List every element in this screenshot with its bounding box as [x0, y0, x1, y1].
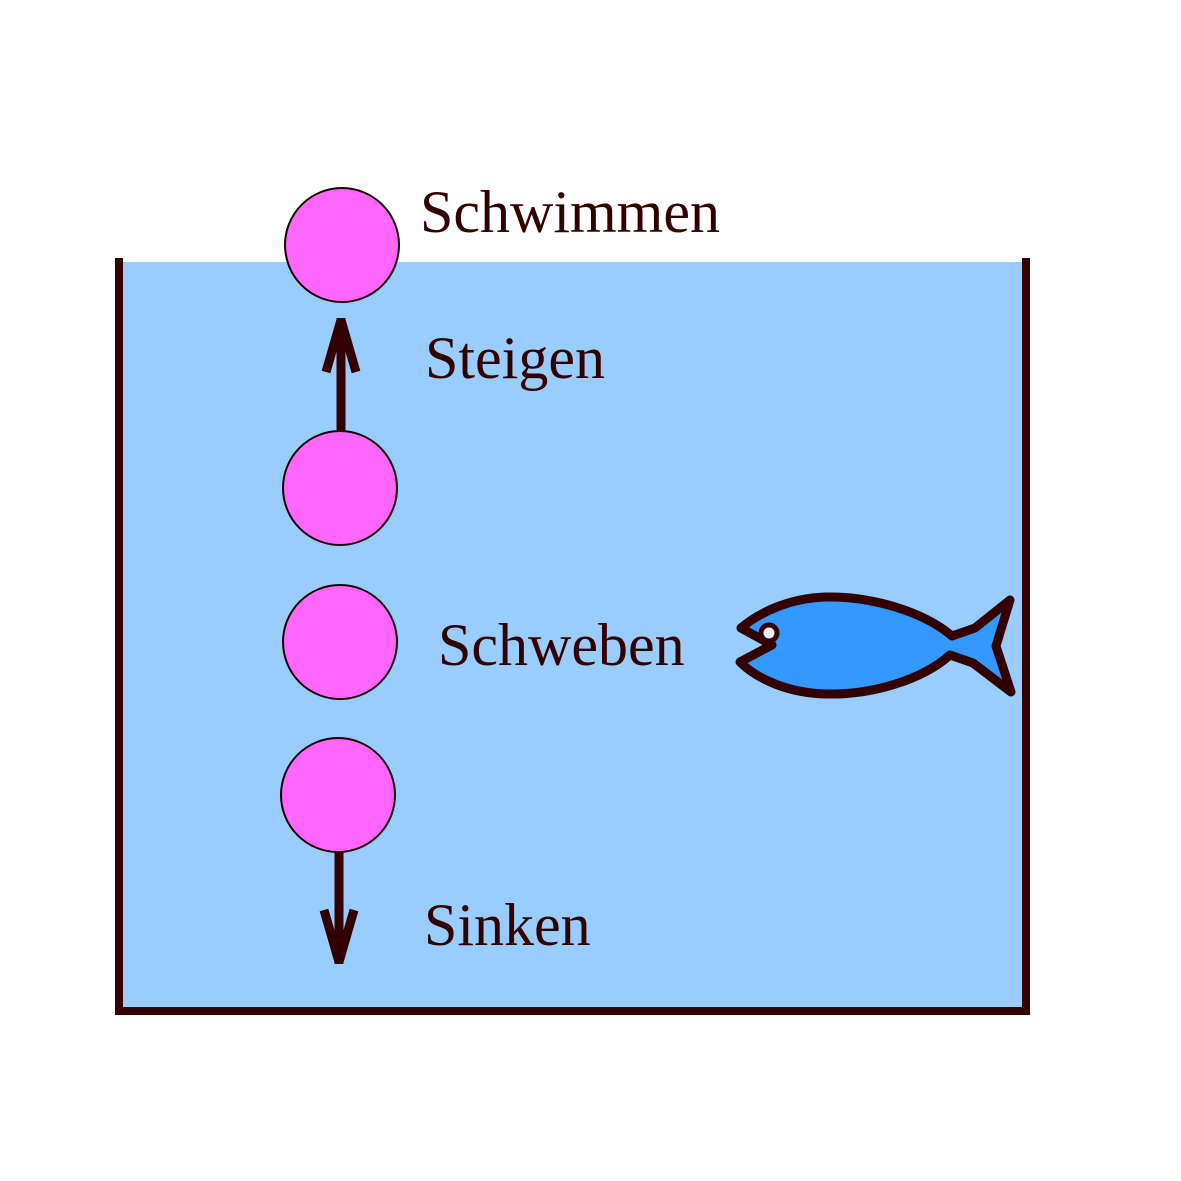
- fish-illustration: [735, 592, 1016, 699]
- label-schwimmen: Schwimmen: [420, 179, 720, 245]
- label-sinken: Sinken: [424, 892, 591, 958]
- label-schweben: Schweben: [438, 612, 685, 678]
- arrow-up-icon: [321, 318, 361, 432]
- label-steigen: Steigen: [425, 325, 605, 391]
- fish-eye-icon: [758, 622, 780, 644]
- ball-hovering: [282, 584, 398, 700]
- ball-rising: [282, 430, 398, 546]
- fish-body: [735, 592, 1016, 699]
- ball-floating: [284, 187, 400, 303]
- ball-sinking: [280, 737, 396, 853]
- arrow-down-icon: [319, 852, 359, 964]
- water-tank-border: [115, 258, 1030, 1015]
